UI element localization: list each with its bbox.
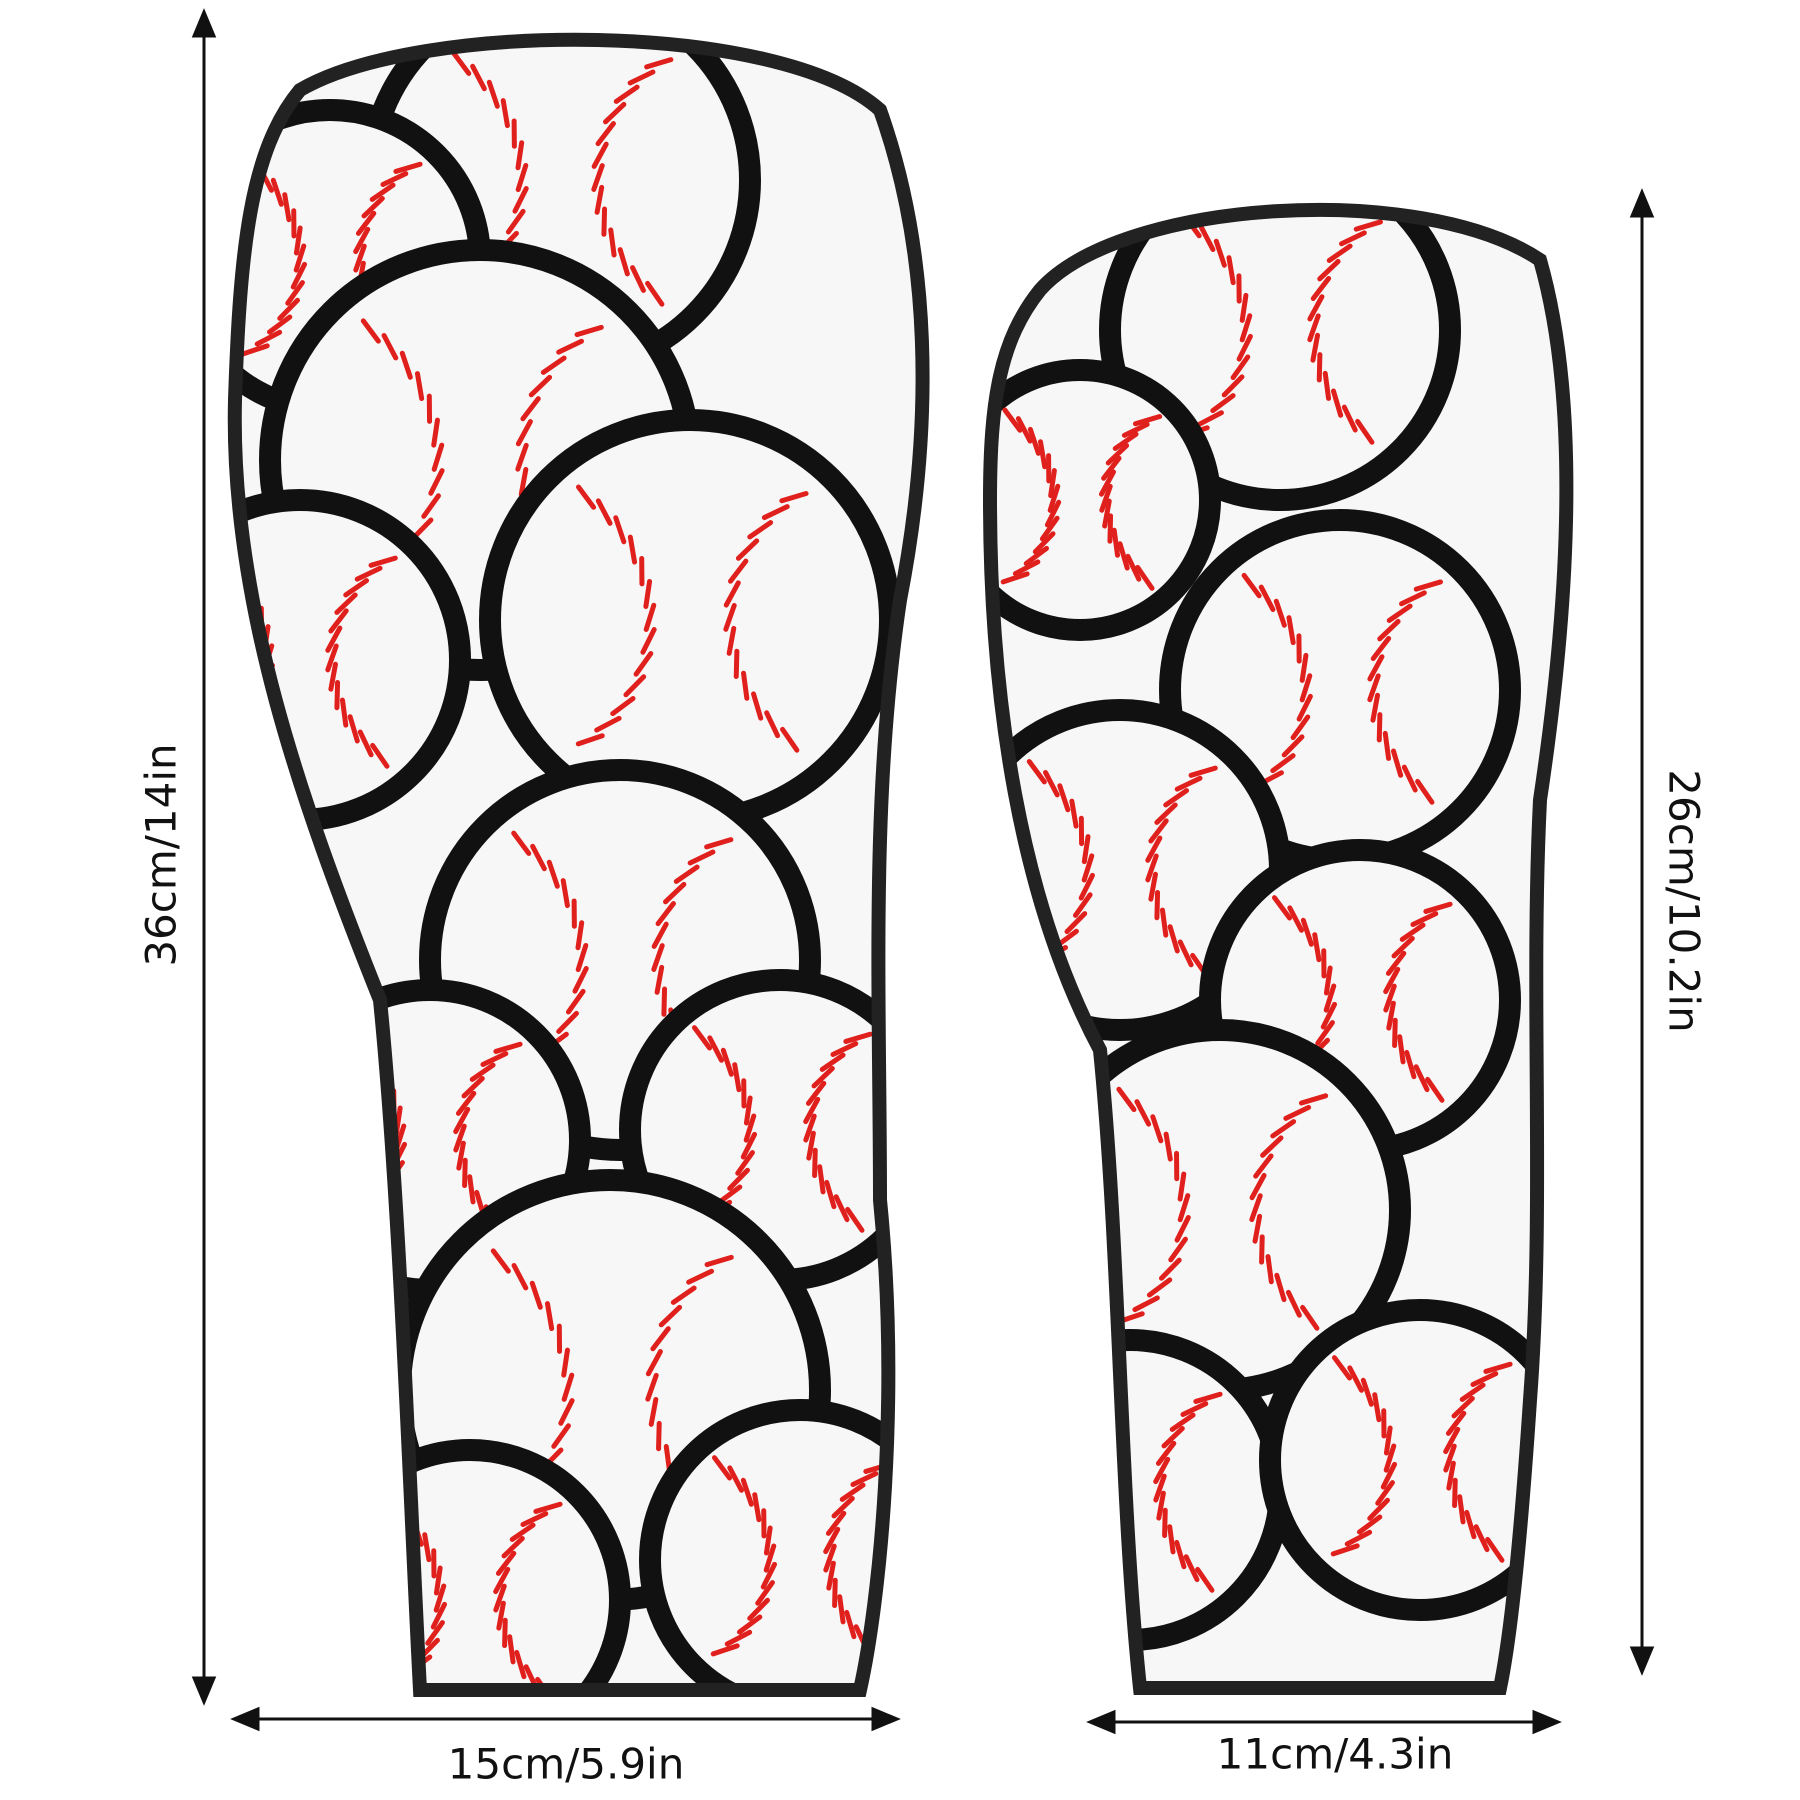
small-headcover	[982, 202, 1574, 1695]
cover-trim	[982, 202, 1574, 1695]
large-headcover	[227, 32, 930, 1697]
baseball-print	[479, 409, 901, 831]
baseball-print	[990, 359, 1221, 641]
small-height-label: 26cm/10.2in	[1659, 769, 1709, 1033]
arrowhead	[230, 1706, 901, 1732]
baseball-print	[639, 1399, 923, 1690]
baseball-print	[1259, 1299, 1567, 1621]
small-width-label: 11cm/4.3in	[1216, 1729, 1454, 1779]
large-width-label: 15cm/5.9in	[447, 1739, 685, 1789]
arrowhead	[1086, 1709, 1562, 1735]
large-height-label: 36cm/14in	[136, 743, 186, 967]
baseball-print	[309, 1439, 631, 1690]
arrowhead	[191, 8, 217, 1706]
arrowhead	[1629, 188, 1655, 1676]
cover-trim	[227, 32, 930, 1697]
dimension-arrows	[191, 8, 1655, 1735]
baseball-print	[1099, 209, 1461, 511]
